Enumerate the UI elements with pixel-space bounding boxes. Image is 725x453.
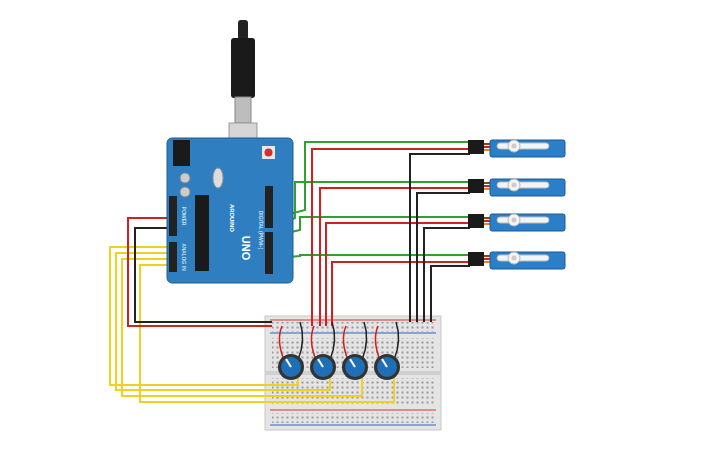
usb-cable bbox=[229, 20, 257, 145]
potentiometers bbox=[278, 354, 400, 380]
servo-wires bbox=[275, 142, 470, 326]
arduino-board bbox=[167, 138, 293, 283]
board-label: ARDUINO bbox=[229, 204, 235, 232]
board-label: POWER bbox=[181, 207, 186, 226]
board-label: DIGITAL (PWM~) bbox=[258, 211, 263, 250]
pot-wires bbox=[279, 322, 398, 360]
servo-motors bbox=[468, 140, 565, 269]
board-label: ANALOG IN bbox=[181, 243, 186, 270]
breadboard bbox=[265, 316, 441, 430]
board-label: UNO bbox=[240, 236, 251, 260]
